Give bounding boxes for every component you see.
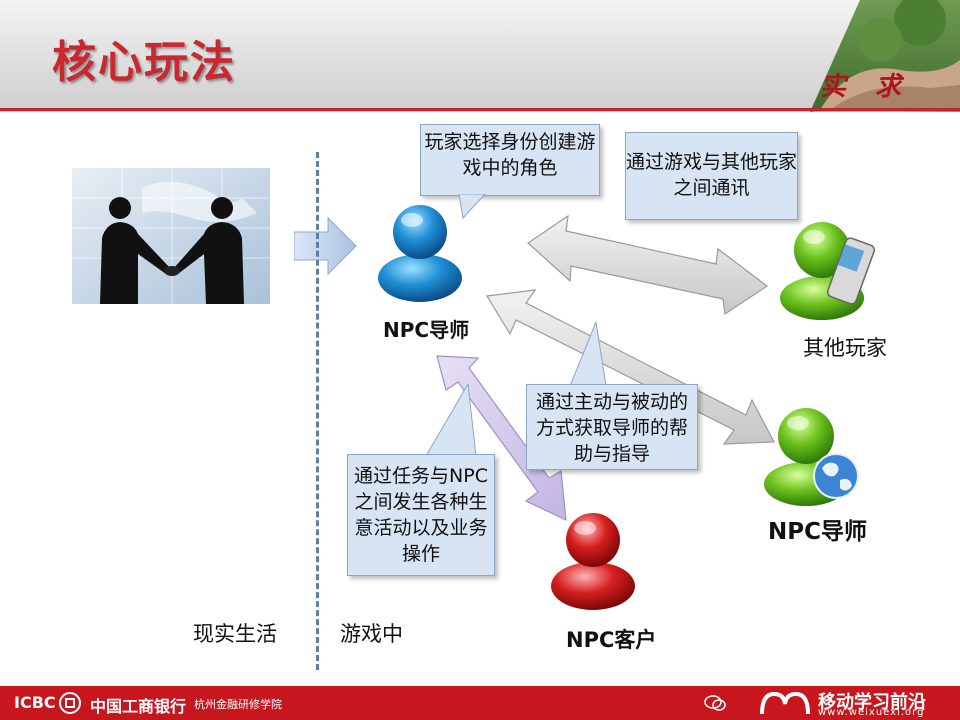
real-life-label: 现实生活 [193, 622, 277, 646]
in-game-label: 游戏中 [340, 622, 403, 646]
callout-pointer [458, 194, 486, 220]
callout-pointer [425, 384, 477, 456]
globe-icon [813, 453, 859, 499]
npc-mentor-green-label: NPC导师 [768, 519, 867, 545]
npc-mentor-blue-icon [375, 198, 465, 306]
page-title: 核心玩法 [52, 37, 236, 88]
footer-bank-abbr: ICBC [14, 693, 56, 712]
npc-mentor-blue-label: NPC导师 [383, 318, 470, 342]
footer-url: www.weixuexi.org [818, 707, 925, 718]
enter-game-arrow [293, 216, 358, 280]
callout-get-help: 通过主动与被动的方式获取导师的帮助与指导 [526, 384, 698, 470]
callout-communicate: 通过游戏与其他玩家之间通讯 [625, 132, 798, 220]
header-corner-image [810, 0, 960, 112]
footer-brand: 移动学习前沿 [818, 692, 926, 713]
callout-pointer [569, 322, 607, 386]
footer-institute: 杭州金融研修学院 [194, 698, 282, 711]
footer-bar: ICBC 中国工商银行 杭州金融研修学院 移动学习前沿 www.weixuexi… [0, 686, 960, 720]
npc-mentor-green-icon [762, 398, 862, 512]
section-divider [316, 152, 319, 670]
callout-get-help-text: 通过主动与被动的方式获取导师的帮助与指导 [535, 391, 688, 465]
callout-communicate-text: 通过游戏与其他玩家之间通讯 [626, 151, 798, 199]
wechat-icon [704, 694, 726, 716]
npc-client-label: NPC客户 [566, 628, 657, 652]
arrow-to-npc-mentor [486, 289, 775, 445]
other-player-icon [778, 212, 878, 326]
mobile-phone-icon [826, 237, 876, 305]
npc-client-icon [548, 506, 638, 614]
brand-logo-icon [760, 690, 810, 720]
icbc-logo-icon [58, 691, 82, 719]
other-players-label: 其他玩家 [803, 336, 887, 360]
header-divider [0, 108, 960, 111]
header-bar [0, 0, 960, 112]
callout-business-text: 通过任务与NPC之间发生各种生意活动以及业务操作 [354, 465, 488, 565]
callout-business: 通过任务与NPC之间发生各种生意活动以及业务操作 [347, 454, 495, 576]
handshake-image [72, 168, 270, 304]
arrow-to-other-players [527, 214, 769, 316]
callout-choose-identity: 玩家选择身份创建游戏中的角色 [420, 124, 600, 196]
footer-bank-name: 中国工商银行 [90, 697, 187, 716]
header-seal-text: 实 求 [820, 72, 912, 102]
callout-choose-identity-text: 玩家选择身份创建游戏中的角色 [424, 131, 596, 179]
